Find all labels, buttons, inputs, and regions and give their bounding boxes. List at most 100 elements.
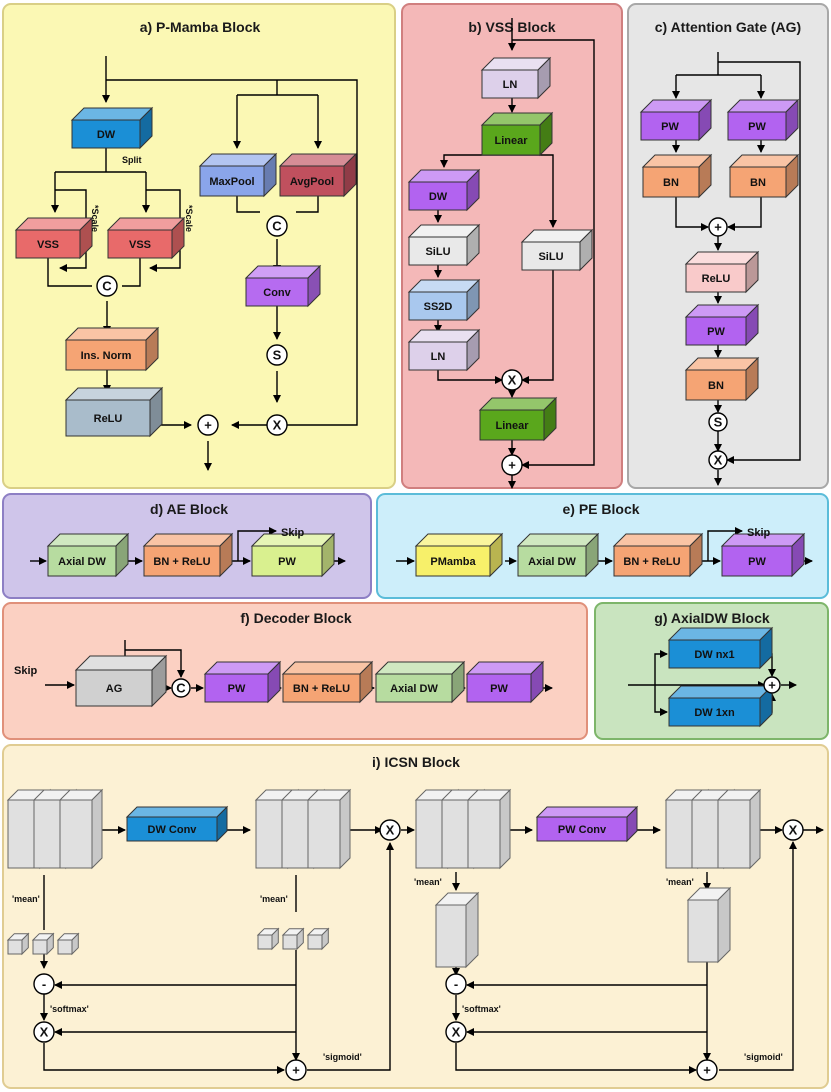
vss-block-2-label: VSS: [129, 239, 151, 251]
connectors: [30, 18, 824, 1074]
bn-block-c1: BN: [641, 153, 713, 199]
pw-block-f2-label: PW: [490, 683, 508, 695]
pw-block-e-label: PW: [748, 556, 766, 568]
panel-c-title: c) Attention Gate (AG): [655, 19, 801, 35]
ag-block-label: AG: [106, 683, 123, 695]
linear-block-b1: Linear: [480, 111, 554, 157]
skip-label-d: Skip: [281, 527, 305, 539]
maxpool-block: MaxPool: [198, 152, 278, 198]
dw-nx1-block-label: DW nx1: [694, 649, 734, 661]
bn-block-c2: BN: [728, 153, 800, 199]
scale-label-1: *Scale: [90, 205, 100, 232]
add-op-i1-symbol: +: [292, 1063, 300, 1078]
pw-block-c2: PW: [726, 98, 800, 142]
vss-block-2: VSS: [106, 216, 186, 260]
ins-norm-block-label: Ins. Norm: [81, 350, 132, 362]
concat-op-a1: C: [96, 275, 118, 297]
feature-maps-2: [254, 788, 352, 870]
pmamba-block: PMamba: [414, 532, 504, 578]
dw-nx1-block: DW nx1: [667, 626, 774, 670]
mean-label-2: 'mean': [260, 894, 288, 904]
add-op-a-symbol: +: [204, 418, 212, 433]
pw-block-c2-label: PW: [748, 121, 766, 133]
panel-e-title: e) PE Block: [562, 501, 639, 517]
sigmoid-label-1: 'sigmoid': [323, 1052, 362, 1062]
add-op-a: +: [197, 414, 219, 436]
pw-block-d: PW: [250, 532, 336, 578]
mean-slab-4: [686, 886, 732, 964]
pw-block-c1-label: PW: [661, 121, 679, 133]
relu-block-a-label: ReLU: [94, 413, 123, 425]
dw-1xn-block-label: DW 1xn: [694, 707, 735, 719]
concat-op-a1-symbol: C: [102, 279, 112, 294]
mul-op-i1-symbol: X: [386, 823, 395, 838]
silu-block-b1: SiLU: [407, 223, 481, 267]
relu-block-c-label: ReLU: [702, 273, 731, 285]
mean-label-1: 'mean': [12, 894, 40, 904]
ss2d-block: SS2D: [407, 278, 481, 322]
sigmoid-op-a-symbol: S: [273, 348, 282, 363]
mul-op-i2: X: [33, 1021, 55, 1043]
pw-block-c1: PW: [639, 98, 713, 142]
bn-relu-block-e-label: BN + ReLU: [623, 556, 680, 568]
add-op-g-symbol: +: [768, 678, 776, 693]
add-op-i2-symbol: +: [703, 1063, 711, 1078]
mul-op-b-symbol: X: [508, 373, 517, 388]
mul-op-b: X: [501, 369, 523, 391]
minus-op-2: -: [445, 973, 467, 995]
relu-block-c: ReLU: [684, 250, 760, 294]
silu-block-b2-label: SiLU: [538, 251, 563, 263]
ss2d-block-label: SS2D: [424, 301, 453, 313]
add-op-c: +: [708, 217, 728, 237]
sigmoid-label-2: 'sigmoid': [744, 1052, 783, 1062]
mul-op-c: X: [708, 450, 728, 470]
dw-conv-block-label: DW Conv: [148, 824, 198, 836]
scale-label-2: *Scale: [184, 205, 194, 232]
feature-maps-1: [6, 788, 104, 870]
split-label: Split: [122, 155, 142, 165]
concat-op-f: C: [171, 678, 191, 698]
minus-op-2-symbol: -: [454, 977, 458, 992]
softmax-label-1: 'softmax': [50, 1004, 89, 1014]
concat-op-a2-symbol: C: [272, 219, 282, 234]
silu-block-b2: SiLU: [520, 228, 594, 272]
add-op-c-symbol: +: [714, 220, 722, 235]
panel-f-title: f) Decoder Block: [240, 610, 351, 626]
pw-block-e: PW: [720, 532, 806, 578]
mul-op-i2-symbol: X: [40, 1025, 49, 1040]
silu-block-b1-label: SiLU: [425, 246, 450, 258]
ins-norm-block: Ins. Norm: [64, 326, 160, 372]
mul-op-i4-symbol: X: [452, 1025, 461, 1040]
feature-maps-3: [414, 788, 512, 870]
vss-block-1-label: VSS: [37, 239, 59, 251]
pw-block-c3-label: PW: [707, 326, 725, 338]
pw-block-c3: PW: [684, 303, 760, 347]
pw-conv-block-label: PW Conv: [558, 824, 607, 836]
concat-op-f-symbol: C: [176, 681, 186, 696]
avgpool-block-label: AvgPool: [290, 176, 334, 188]
axial-dw-block-d-label: Axial DW: [58, 556, 106, 568]
mul-op-i3: X: [782, 819, 804, 841]
ln-block-b1-label: LN: [503, 79, 518, 91]
add-op-i2: +: [696, 1059, 718, 1081]
bn-block-c1-label: BN: [663, 177, 679, 189]
bn-block-c2-label: BN: [750, 177, 766, 189]
avgpool-block: AvgPool: [278, 152, 358, 198]
panel-g-title: g) AxialDW Block: [654, 610, 770, 626]
mul-op-i4: X: [445, 1021, 467, 1043]
dw-block-a-label: DW: [97, 129, 116, 141]
bn-relu-block-f-label: BN + ReLU: [293, 683, 350, 695]
conv-block-a-label: Conv: [263, 287, 291, 299]
mean-label-4: 'mean': [666, 877, 694, 887]
mean-cubes-2: [256, 927, 330, 951]
panel-a-title: a) P-Mamba Block: [140, 19, 261, 35]
feature-maps-4: [664, 788, 762, 870]
bn-relu-block-e: BN + ReLU: [612, 532, 704, 578]
vss-block-1: VSS: [14, 216, 94, 260]
linear-block-b2: Linear: [478, 396, 558, 442]
sigmoid-op-a: S: [266, 344, 288, 366]
add-op-b: +: [501, 454, 523, 476]
relu-block-a: ReLU: [64, 386, 164, 438]
pmamba-block-label: PMamba: [430, 556, 476, 568]
